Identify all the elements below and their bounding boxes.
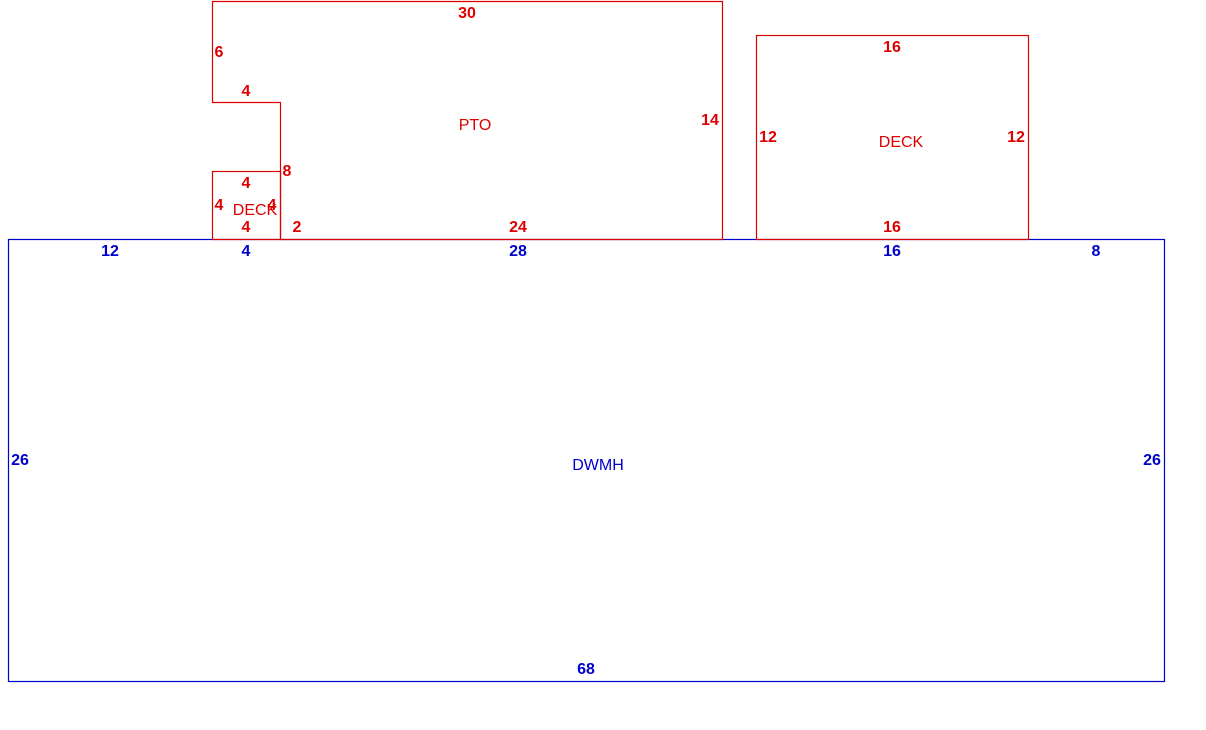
dwelling-dim-top-notch: 4 bbox=[242, 243, 251, 260]
small-deck-labels: DECK 4 4 4 4 bbox=[215, 175, 278, 236]
small-deck-dim-right: 4 bbox=[268, 197, 277, 214]
large-deck-dim-bottom: 16 bbox=[883, 219, 901, 236]
dwelling-area-label: DWMH bbox=[572, 457, 624, 474]
large-deck-area-label: DECK bbox=[879, 134, 924, 151]
large-deck-labels: DECK 16 12 12 16 bbox=[759, 39, 1025, 236]
large-deck-outline bbox=[755, 34, 1030, 241]
small-deck-dim-left: 4 bbox=[215, 197, 224, 214]
porch-dim-step-side: 8 bbox=[283, 163, 292, 180]
porch-dim-bottom: 24 bbox=[509, 219, 527, 236]
dwelling-dim-top-deck: 16 bbox=[883, 243, 901, 260]
porch-dim-step-top: 4 bbox=[242, 83, 251, 100]
large-deck-dim-left: 12 bbox=[759, 129, 777, 146]
porch-dim-left-upper: 6 bbox=[215, 44, 224, 61]
porch-dim-top: 30 bbox=[458, 5, 476, 22]
dwelling-dim-top-mid: 28 bbox=[509, 243, 527, 260]
porch-area-label: PTO bbox=[459, 117, 492, 134]
porch-dim-bottom-short: 2 bbox=[293, 219, 302, 236]
dwelling-dim-top-left: 12 bbox=[101, 243, 119, 260]
small-deck-dim-top: 4 bbox=[242, 175, 251, 192]
large-deck-dim-right: 12 bbox=[1007, 129, 1025, 146]
porch-dim-right: 14 bbox=[701, 112, 719, 129]
dwelling-labels: DWMH 12 4 28 16 8 26 26 68 bbox=[11, 243, 1161, 678]
small-deck-area-label: DECK bbox=[233, 202, 278, 219]
small-deck-dim-bottom: 4 bbox=[242, 219, 251, 236]
dwelling-dim-bottom: 68 bbox=[577, 661, 595, 678]
porch-labels: PTO 30 6 4 8 14 2 24 bbox=[215, 5, 719, 236]
large-deck-dim-top: 16 bbox=[883, 39, 901, 56]
dwelling-dim-left: 26 bbox=[11, 452, 29, 469]
dwelling-dim-right: 26 bbox=[1143, 452, 1161, 469]
dwelling-dim-top-right: 8 bbox=[1092, 243, 1101, 260]
small-deck-outline bbox=[211, 170, 282, 241]
